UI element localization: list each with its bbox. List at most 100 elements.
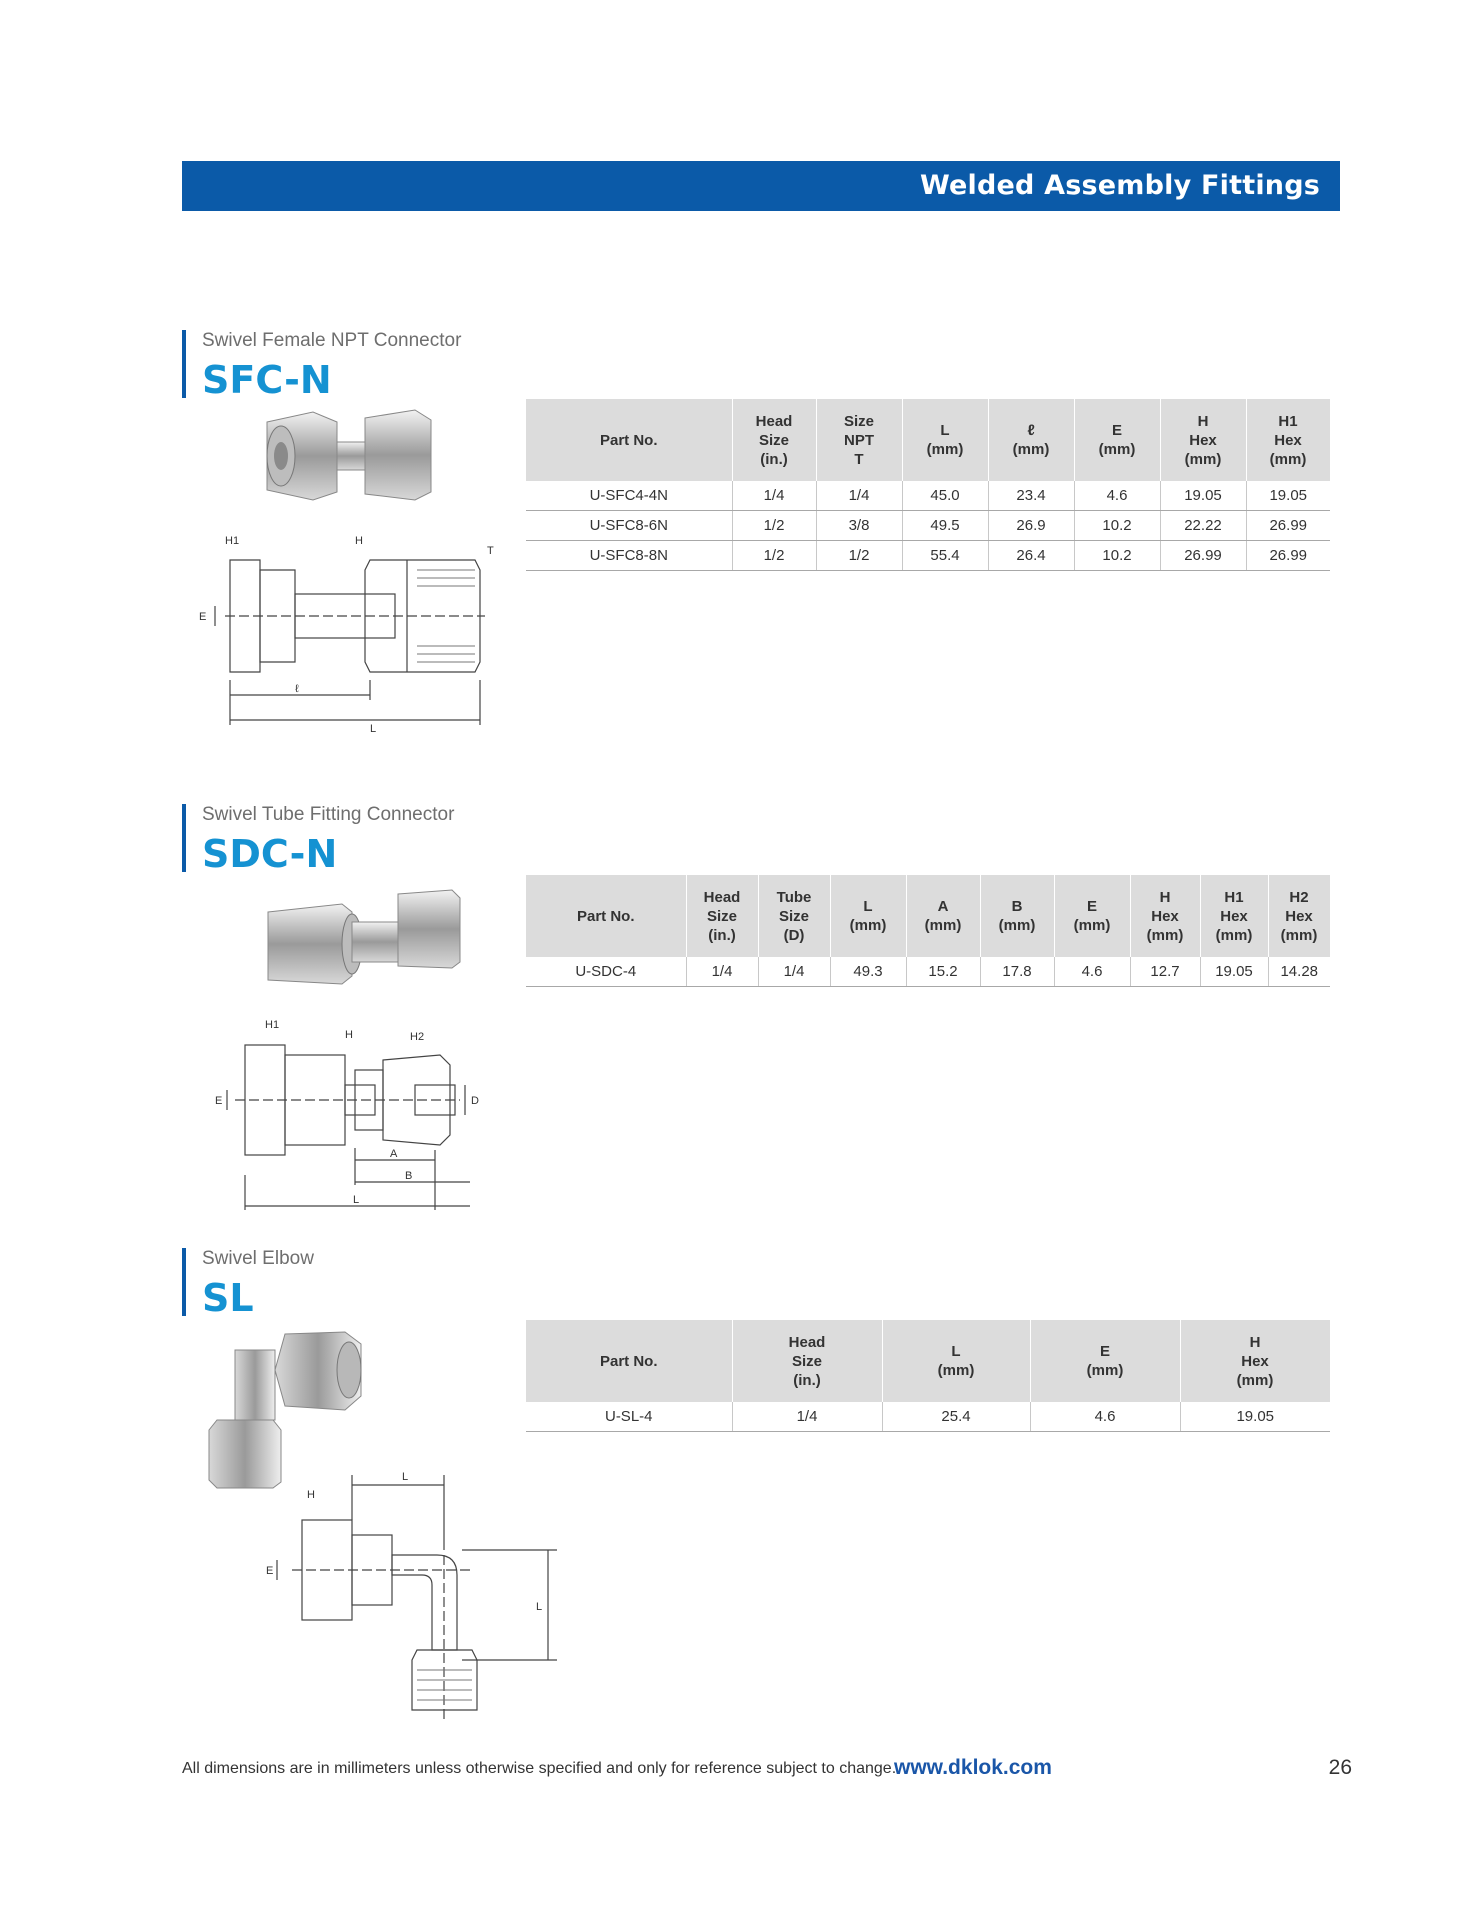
drawing-label: A: [390, 1148, 398, 1160]
sdc-n-product-photo: [267, 889, 461, 985]
table-cell: 14.28: [1268, 957, 1330, 987]
table-cell: 12.7: [1130, 957, 1201, 987]
drawing-label: H1: [225, 535, 239, 547]
drawing-label: H: [355, 535, 363, 547]
table-cell: 45.0: [902, 481, 989, 511]
section-code: SFC-N: [202, 358, 332, 402]
table-cell: 1/2: [732, 510, 817, 541]
table-cell: 10.2: [1074, 510, 1161, 541]
cell-part-no: U-SFC4-4N: [526, 481, 733, 511]
column-header: L (mm): [829, 875, 907, 957]
cell-part-no: U-SDC-4: [526, 957, 687, 987]
table-header-row: Part No. Head Size (in.) L (mm) E (mm) H…: [526, 1320, 1331, 1402]
sfc-n-technical-drawing: H1 H T E ℓ L: [199, 535, 494, 735]
column-header: B (mm): [979, 875, 1055, 957]
table-header-row: Part No. Head Size (in.) Tube Size (D) L…: [526, 875, 1331, 957]
table-row: U-SFC8-6N 1/2 3/8 49.5 26.9 10.2 22.22 2…: [526, 510, 1330, 541]
section-accent-bar: [182, 330, 186, 398]
section-subtitle: Swivel Tube Fitting Connector: [202, 804, 455, 825]
column-header: H Hex (mm): [1179, 1320, 1331, 1402]
column-header: H1 Hex (mm): [1199, 875, 1269, 957]
table-row: U-SFC4-4N 1/4 1/4 45.0 23.4 4.6 19.05 19…: [526, 481, 1330, 511]
drawing-label: H: [345, 1029, 353, 1041]
drawing-label: H1: [265, 1019, 279, 1031]
column-header: A (mm): [905, 875, 981, 957]
drawing-label: H2: [410, 1031, 424, 1043]
table-cell: 1/4: [732, 1402, 883, 1432]
table-cell: 4.6: [1054, 957, 1131, 987]
column-header: ℓ (mm): [987, 399, 1075, 481]
table-cell: 26.99: [1246, 510, 1330, 541]
column-header: E (mm): [1073, 399, 1161, 481]
column-header: H Hex (mm): [1159, 399, 1247, 481]
table-cell: 19.05: [1246, 481, 1330, 511]
sdc-n-spec-table: Part No. Head Size (in.) Tube Size (D) L…: [526, 875, 1331, 987]
drawing-label: D: [471, 1095, 479, 1107]
table-cell: 26.9: [988, 510, 1075, 541]
table-cell: 1/4: [686, 957, 759, 987]
column-header: Head Size (in.): [731, 399, 817, 481]
sfc-n-product-photo: [266, 409, 432, 501]
drawing-label: L: [536, 1601, 542, 1613]
section-code: SL: [202, 1276, 254, 1320]
drawing-label: E: [266, 1565, 273, 1577]
table-cell: 19.05: [1180, 1402, 1330, 1432]
table-cell: 10.2: [1074, 540, 1161, 571]
drawing-label: E: [215, 1095, 222, 1107]
table-cell: 19.05: [1160, 481, 1247, 511]
table-cell: 17.8: [980, 957, 1055, 987]
table-cell: 4.6: [1030, 1402, 1181, 1432]
sdc-n-technical-drawing: H1 H H2 E D A B L: [215, 1019, 479, 1210]
column-header: Part No.: [526, 875, 687, 957]
table-cell: 1/2: [816, 540, 903, 571]
column-header: Size NPT T: [815, 399, 903, 481]
cell-part-no: U-SFC8-8N: [526, 540, 733, 571]
drawing-label: T: [487, 545, 494, 557]
drawing-label: E: [199, 611, 206, 623]
header-title: Welded Assembly Fittings: [919, 170, 1320, 201]
table-row: U-SL-4 1/4 25.4 4.6 19.05: [526, 1402, 1330, 1432]
sl-product-photo: [208, 1331, 362, 1489]
drawing-label: L: [353, 1194, 359, 1206]
table-cell: 1/4: [816, 481, 903, 511]
section-accent-bar: [182, 1248, 186, 1316]
table-cell: 23.4: [988, 481, 1075, 511]
column-header: Tube Size (D): [757, 875, 831, 957]
column-header: Part No.: [526, 399, 733, 481]
footer-disclaimer: All dimensions are in millimeters unless…: [182, 1760, 897, 1777]
table-header-row: Part No. Head Size (in.) Size NPT T L (m…: [526, 399, 1331, 481]
header-banner: Welded Assembly Fittings: [182, 161, 1340, 211]
table-cell: 49.3: [830, 957, 907, 987]
table-cell: 26.4: [988, 540, 1075, 571]
table-cell: 26.99: [1160, 540, 1247, 571]
sfc-n-spec-table: Part No. Head Size (in.) Size NPT T L (m…: [526, 399, 1331, 571]
table-cell: 1/4: [758, 957, 831, 987]
table-cell: 49.5: [902, 510, 989, 541]
table-cell: 1/4: [732, 481, 817, 511]
column-header: Head Size (in.): [685, 875, 759, 957]
table-cell: 4.6: [1074, 481, 1161, 511]
table-cell: 1/2: [732, 540, 817, 571]
column-header: E (mm): [1029, 1320, 1181, 1402]
table-cell: 15.2: [906, 957, 981, 987]
drawing-label: H: [307, 1489, 315, 1501]
drawing-label: L: [370, 723, 376, 735]
table-cell: 26.99: [1246, 540, 1330, 571]
section-code: SDC-N: [202, 832, 338, 876]
cell-part-no: U-SL-4: [526, 1402, 733, 1432]
table-row: U-SFC8-8N 1/2 1/2 55.4 26.4 10.2 26.99 2…: [526, 540, 1330, 571]
drawing-label: ℓ: [295, 683, 299, 695]
column-header: L (mm): [901, 399, 989, 481]
table-cell: 19.05: [1200, 957, 1269, 987]
table-cell: 22.22: [1160, 510, 1247, 541]
column-header: H2 Hex (mm): [1267, 875, 1331, 957]
column-header: H1 Hex (mm): [1245, 399, 1331, 481]
section-accent-bar: [182, 804, 186, 872]
column-header: H Hex (mm): [1129, 875, 1201, 957]
section-subtitle: Swivel Female NPT Connector: [202, 330, 462, 351]
drawing-label: B: [405, 1170, 412, 1182]
footer-website-link[interactable]: www.dklok.com: [894, 1756, 1052, 1779]
drawing-label: L: [402, 1471, 408, 1483]
sl-spec-table: Part No. Head Size (in.) L (mm) E (mm) H…: [526, 1320, 1331, 1432]
column-header: E (mm): [1053, 875, 1131, 957]
